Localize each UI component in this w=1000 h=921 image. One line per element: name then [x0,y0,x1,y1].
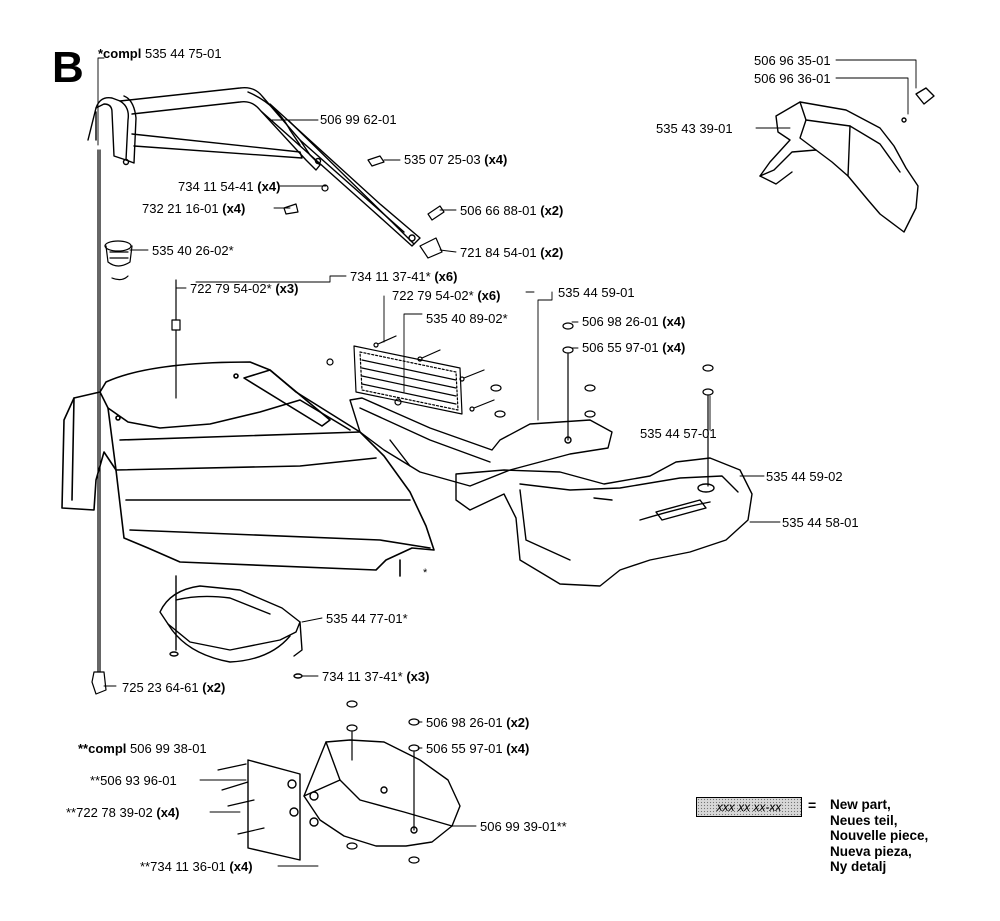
part-label: 734 11 54-41 (x4) [178,179,281,194]
part-label: 506 96 36-01 [754,71,831,86]
part-label: 535 44 59-02 [766,469,843,484]
section-letter: B [52,43,84,92]
floor-panel-upper [349,397,613,487]
fuel-cap [104,240,133,281]
side-guard [759,87,935,233]
part-label: 721 84 54-01 (x2) [460,245,564,260]
support-rod [91,149,107,695]
washers [490,322,714,487]
subassembly-number: **compl 506 99 38-01 [78,741,207,756]
part-label: 535 40 89-02* [426,311,508,326]
floor-panel-lower [455,457,753,587]
part-label: **506 93 96-01 [90,773,177,788]
bottom-bracket [247,739,461,861]
part-label: 734 11 37-41* (x6) [350,269,458,284]
part-label: **722 78 39-02 (x4) [66,805,180,820]
part-label: 535 44 59-01 [558,285,635,300]
handle-bar [87,86,421,247]
vent-grille [326,345,463,415]
part-label: 506 98 26-01 (x2) [426,715,530,730]
part-label: **734 11 36-01 (x4) [140,859,253,874]
star-note: * [423,567,428,579]
handle-hardware [283,155,445,259]
part-label: 535 40 26-02* [152,243,234,258]
part-label: 732 21 16-01 (x4) [142,201,246,216]
part-label: 506 98 26-01 (x4) [582,314,686,329]
grille-screws [373,335,495,412]
assembly-number: *compl 535 44 75-01 [98,46,222,61]
part-label: 506 66 88-01 (x2) [460,203,564,218]
main-hood [61,361,435,577]
legend-swatch: xxx xx xx-xx [696,797,802,817]
part-label: 535 07 25-03 (x4) [404,152,508,167]
part-label: 535 44 58-01 [782,515,859,530]
part-label: 725 23 64-61 (x2) [122,680,226,695]
leader-lines [97,57,917,867]
part-label: 535 43 39-01 [656,121,733,136]
part-label: 535 44 57-01 [640,426,717,441]
part-label: 506 96 35-01 [754,53,831,68]
part-label: 734 11 37-41* (x3) [322,669,430,684]
part-label: 506 99 39-01** [480,819,567,834]
part-label: 722 79 54-02* (x6) [392,288,501,303]
part-label: 535 44 77-01* [326,611,408,626]
part-label: 506 55 97-01 (x4) [426,741,530,756]
legend-text: New part, Neues teil, Nouvelle piece, Nu… [830,797,929,874]
long-screw [171,279,181,399]
part-label: 722 79 54-02* (x3) [190,281,299,296]
bottom-bolts [217,700,420,864]
legend-equals: = [808,797,817,813]
part-label: 506 55 97-01 (x4) [582,340,686,355]
lower-tray [159,575,303,679]
part-label: 506 99 62-01 [320,112,397,127]
